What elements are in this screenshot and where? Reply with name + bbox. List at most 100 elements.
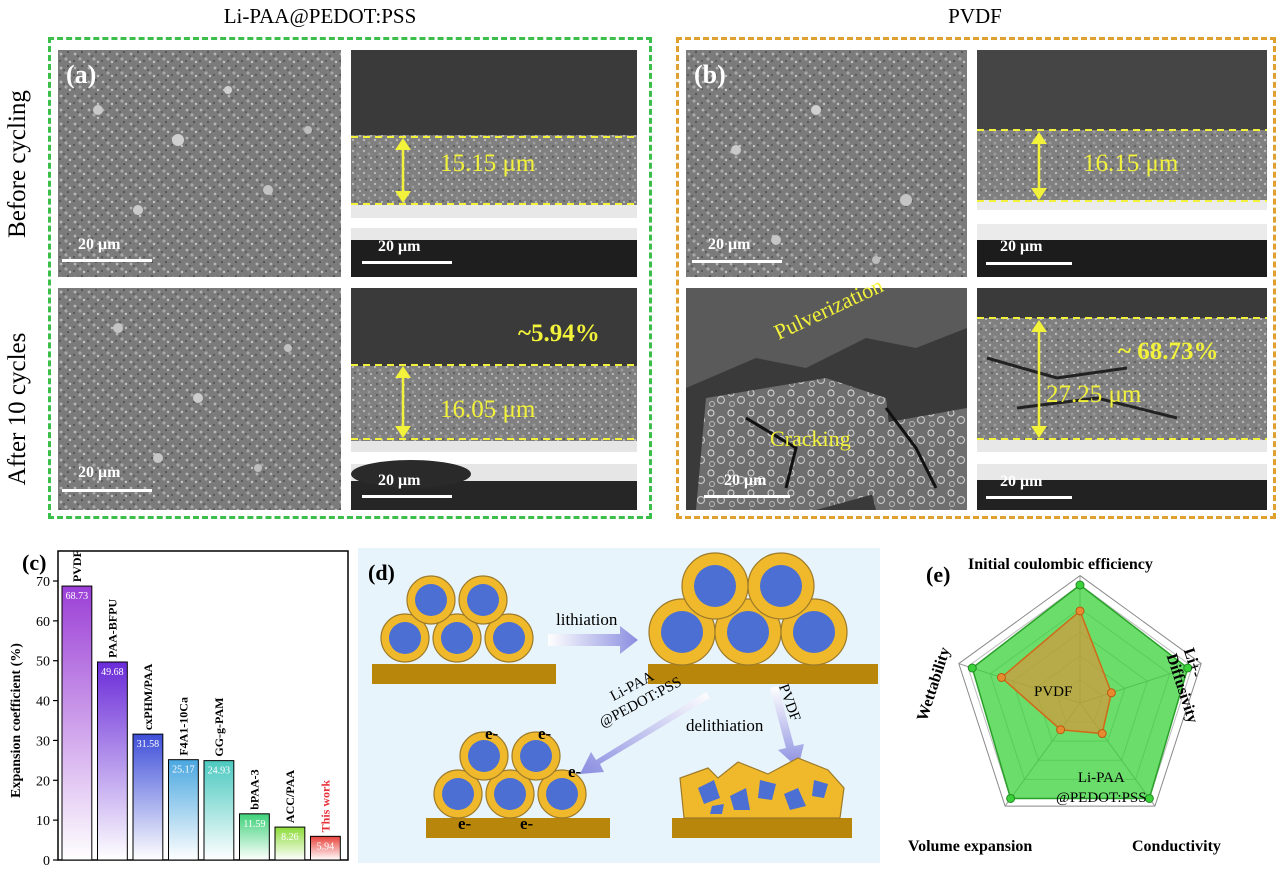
bar: [61, 585, 93, 861]
electron-label: e-: [458, 814, 472, 833]
thickness-b-after: 27.25 μm: [1046, 381, 1142, 408]
panel-a-label: (a): [66, 60, 97, 89]
bar-value-label: 11.59: [243, 819, 265, 830]
bar-value-label: 25.17: [172, 765, 195, 776]
cracking-annotation: Cracking: [770, 426, 851, 451]
radar-series-lipaa-label-1: Li-PAA: [1077, 770, 1125, 786]
row-label-before: Before cycling: [4, 90, 31, 238]
y-tick-label: 50: [36, 655, 50, 670]
radar-axis-label-bottom-left: Volume expansion: [908, 838, 1033, 855]
sem-b-before-cross: [977, 50, 1267, 277]
sem-a-before-cross: [351, 50, 637, 277]
sem-a-before-surface: [58, 50, 341, 277]
scalebar: [986, 262, 1072, 265]
pvdf-dashed-frame: [676, 37, 1276, 519]
y-tick-label: 70: [36, 575, 50, 590]
sem-b-before-surface: [686, 50, 967, 277]
row-label-after: After 10 cycles: [4, 332, 31, 486]
radar-series-lipaa-label: Li-PAA @PEDOT:PSS: [1056, 768, 1147, 808]
radar-point-lipaa: [1075, 580, 1085, 590]
y-tick-label: 20: [36, 774, 50, 789]
radar-series-pvdf-label: PVDF: [1034, 684, 1073, 700]
y-tick-label: 10: [36, 814, 50, 829]
scalebar-label: 20 μm: [724, 472, 767, 489]
thickness-a-before: 15.15 μm: [440, 150, 536, 177]
bar-value-label: 49.68: [101, 667, 124, 678]
scalebar: [986, 496, 1072, 499]
scalebar-label: 20 μm: [78, 464, 121, 481]
category-label: bPAA-3: [247, 769, 261, 809]
right-group-title: PVDF: [948, 4, 1002, 28]
category-label: This work: [318, 780, 332, 833]
radar-point-lipaa: [1144, 793, 1154, 803]
panel-b-label: (b): [694, 60, 726, 89]
expansion-b: ~ 68.73%: [1118, 338, 1219, 365]
bar: [310, 835, 341, 861]
scalebar: [704, 495, 790, 498]
bar: [203, 760, 235, 861]
radar-point-pvdf: [1075, 606, 1085, 616]
radar-series-lipaa-label-2: @PEDOT:PSS: [1056, 790, 1147, 806]
bar: [132, 733, 164, 861]
expansion-a: ~5.94%: [518, 320, 600, 347]
mechanism-schematic: [372, 552, 878, 838]
radar-axis-label-bottom-right: Conductivity: [1132, 838, 1221, 855]
radar-axis-label-top: Initial coulombic efficiency: [968, 556, 1153, 573]
scalebar-label: 20 μm: [1000, 238, 1043, 255]
radar-series-pvdf: [1000, 609, 1113, 735]
bar: [168, 759, 199, 861]
electron-label: e-: [485, 724, 499, 743]
bar-value-label: 5.94: [317, 841, 335, 852]
category-label: PVDF: [70, 550, 84, 582]
bar: [239, 813, 270, 861]
scalebar-label: 20 μm: [1000, 473, 1043, 490]
scalebar: [62, 259, 152, 262]
radar-point-lipaa: [1183, 663, 1193, 673]
bar: [274, 826, 306, 861]
radar-point-pvdf: [1106, 688, 1116, 698]
thickness-b-before: 16.15 μm: [1083, 150, 1179, 177]
y-axis-label: Expansion coefficient (%): [9, 643, 24, 798]
thickness-a-after: 16.05 μm: [440, 396, 536, 423]
scalebar-label: 20 μm: [708, 236, 751, 253]
radar-point-lipaa: [967, 663, 977, 673]
category-label: PAA-BFPU: [105, 599, 119, 658]
y-tick-label: 0: [43, 854, 50, 868]
scalebar: [62, 489, 152, 492]
radar-grid-ring: [958, 574, 1202, 807]
plot-frame: [57, 550, 349, 861]
scalebar: [692, 260, 782, 263]
category-label: ACC/PAA: [283, 770, 297, 823]
panel-d-label: (d): [368, 560, 395, 585]
left-group-title: Li-PAA@PEDOT:PSS: [223, 4, 417, 28]
sem-b-after-cross: [977, 288, 1267, 510]
bar-value-label: 68.73: [66, 591, 89, 602]
electron-label: e-: [568, 762, 582, 781]
lithiation-label: lithiation: [556, 610, 618, 629]
scalebar: [362, 261, 452, 264]
sem-b-after-surface: [686, 288, 967, 510]
bar: [97, 661, 128, 861]
sem-a-after-surface: [58, 288, 341, 510]
radar-point-pvdf: [1056, 725, 1066, 735]
y-tick-label: 60: [36, 615, 50, 630]
category-label: GG-g-PAM: [212, 698, 226, 757]
particle: [380, 575, 534, 663]
scalebar-label: 20 μm: [78, 236, 121, 253]
radar-point-pvdf: [1097, 729, 1107, 739]
sem-a-after-cross: [351, 288, 637, 510]
scalebar-label: 20 μm: [378, 472, 421, 489]
category-label: cxPHM/PAA: [141, 663, 155, 730]
scalebar: [362, 495, 452, 498]
panel-e-label: (e): [926, 562, 951, 587]
category-label: F4A1-10Ca: [176, 697, 190, 756]
scalebar-label: 20 μm: [378, 238, 421, 255]
radar-point-lipaa: [1006, 793, 1016, 803]
y-tick-label: 30: [36, 734, 50, 749]
li-paa-dashed-frame: [48, 37, 652, 519]
radar-point-pvdf: [996, 672, 1006, 682]
delithiation-label: delithiation: [686, 716, 764, 735]
bar-value-label: 8.26: [281, 832, 299, 843]
y-tick-label: 40: [36, 695, 50, 710]
